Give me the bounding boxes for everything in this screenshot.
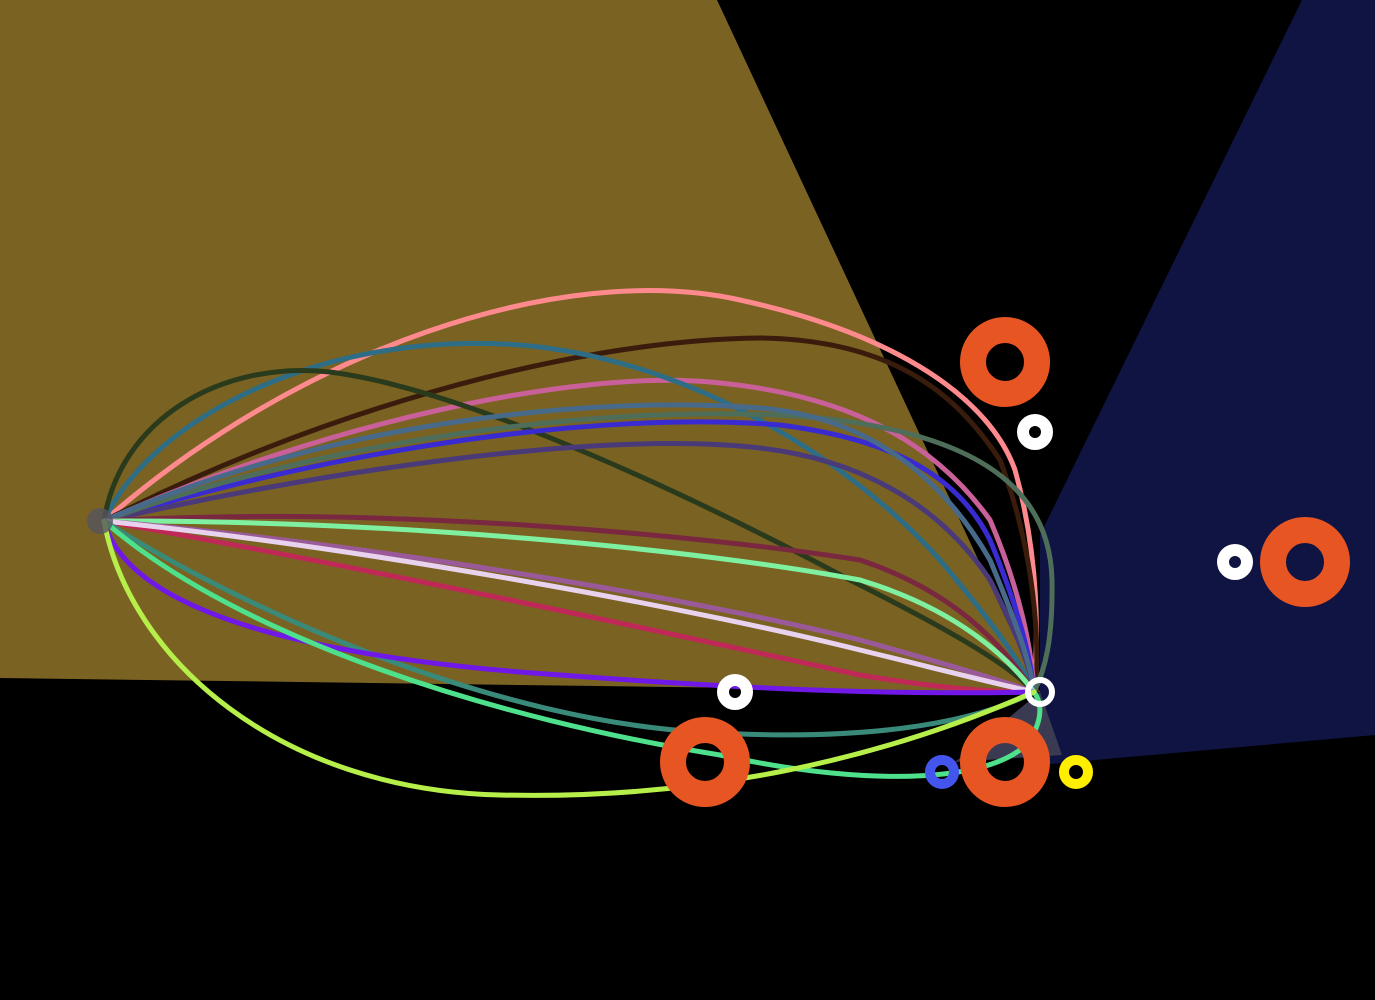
white-ring-small-6[interactable] <box>1217 544 1253 580</box>
trajectory-crimson <box>101 518 1037 695</box>
orange-ring-large-3[interactable] <box>660 717 750 807</box>
trajectory-dark-brown <box>101 335 1040 695</box>
trajectory-maroon <box>101 514 1037 695</box>
origin-node[interactable] <box>87 508 113 534</box>
orange-ring-large-2[interactable] <box>1260 517 1350 607</box>
orange-ring-large-1[interactable] <box>960 317 1050 407</box>
trajectory-layer <box>101 288 1055 798</box>
trajectory-teal-blue <box>101 340 1037 695</box>
trajectory-blue <box>101 419 1037 695</box>
ring-layer <box>660 317 1350 807</box>
trajectory-dark-green <box>101 368 1037 695</box>
white-ring-small-7[interactable] <box>717 674 753 710</box>
trajectory-mint <box>101 518 1037 695</box>
white-ring-small-5[interactable] <box>1017 414 1053 450</box>
blue-ring-small-8[interactable] <box>925 755 959 789</box>
trajectory-teal-green <box>101 518 1037 738</box>
trajectory-slate-purple <box>101 441 1037 695</box>
navy-vision-cone <box>1040 0 1375 765</box>
trajectory-mauve <box>101 518 1037 695</box>
trajectory-lavender-white <box>101 518 1037 695</box>
trajectory-lime <box>101 518 1037 798</box>
orange-ring-large-4[interactable] <box>960 717 1050 807</box>
origin-node-group[interactable] <box>87 508 113 534</box>
trajectory-steel-blue <box>101 402 1037 695</box>
target-node[interactable] <box>1025 677 1055 707</box>
yellow-ring-small-9[interactable] <box>1059 755 1093 789</box>
trajectory-grey-green <box>101 411 1055 695</box>
target-node-group[interactable] <box>1025 677 1055 707</box>
trajectory-salmon <box>101 288 1039 695</box>
trajectory-violet <box>101 518 1037 696</box>
trajectory-pink <box>101 377 1037 695</box>
